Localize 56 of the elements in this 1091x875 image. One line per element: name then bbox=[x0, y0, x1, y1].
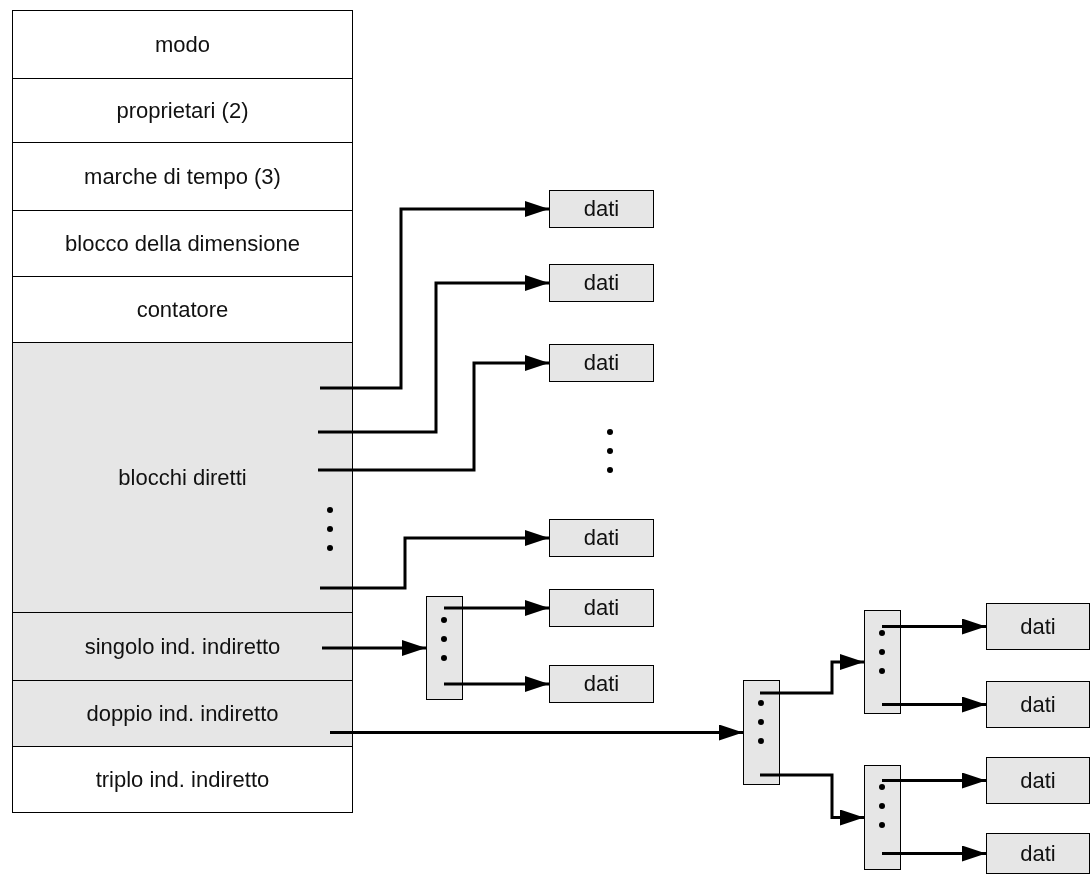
cell-label: dati bbox=[1020, 691, 1056, 718]
arrow bbox=[882, 845, 986, 862]
cell-label: singolo ind. indiretto bbox=[84, 633, 281, 660]
cell-label: proprietari (2) bbox=[116, 97, 249, 124]
cell-label: dati bbox=[583, 525, 620, 551]
cell-label: marche di tempo (3) bbox=[84, 163, 281, 190]
arrow bbox=[322, 640, 426, 656]
table-cell bbox=[12, 746, 353, 813]
cell-label: dati bbox=[583, 671, 620, 697]
arrow bbox=[318, 275, 549, 434]
arrow bbox=[444, 600, 549, 616]
data-block bbox=[549, 665, 654, 703]
arrow bbox=[330, 724, 743, 741]
cell-label: blocco della dimensione bbox=[65, 230, 300, 257]
index-block bbox=[864, 765, 901, 870]
data-block bbox=[986, 681, 1090, 728]
table-cell bbox=[12, 612, 353, 681]
cell-label: dati bbox=[1020, 840, 1056, 867]
data-block bbox=[986, 603, 1090, 650]
arrow bbox=[882, 618, 986, 635]
cell-label: dati bbox=[583, 196, 620, 222]
table-cell bbox=[12, 142, 353, 211]
arrow bbox=[882, 696, 986, 713]
cell-label: dati bbox=[583, 270, 620, 296]
arrow bbox=[760, 773, 864, 826]
cell-label: dati bbox=[1020, 613, 1056, 640]
arrow bbox=[318, 355, 549, 472]
index-block bbox=[864, 610, 901, 714]
index-block bbox=[743, 680, 780, 785]
data-block bbox=[549, 344, 654, 382]
arrow bbox=[760, 654, 864, 695]
data-block bbox=[986, 833, 1090, 874]
data-block bbox=[549, 264, 654, 302]
table-cell bbox=[12, 78, 353, 143]
table-cell bbox=[12, 680, 353, 747]
cell-label: doppio ind. indiretto bbox=[86, 700, 279, 727]
cell-label: dati bbox=[583, 595, 620, 621]
cell-label: triplo ind. indiretto bbox=[95, 766, 270, 793]
table-cell bbox=[12, 342, 353, 613]
arrow bbox=[320, 530, 549, 590]
arrow bbox=[882, 772, 986, 789]
cell-label: dati bbox=[1020, 767, 1056, 794]
arrow bbox=[444, 676, 549, 692]
table-cell bbox=[12, 10, 353, 79]
data-block bbox=[549, 519, 654, 557]
table-cell bbox=[12, 276, 353, 343]
cell-label: dati bbox=[583, 350, 620, 376]
cell-label: contatore bbox=[136, 296, 229, 323]
index-block bbox=[426, 596, 463, 700]
cell-label: modo bbox=[154, 31, 210, 58]
cell-label: blocchi diretti bbox=[118, 464, 247, 491]
data-block bbox=[986, 757, 1090, 804]
table-cell bbox=[12, 210, 353, 277]
data-block bbox=[549, 589, 654, 627]
data-block bbox=[549, 190, 654, 228]
arrow bbox=[320, 201, 549, 390]
